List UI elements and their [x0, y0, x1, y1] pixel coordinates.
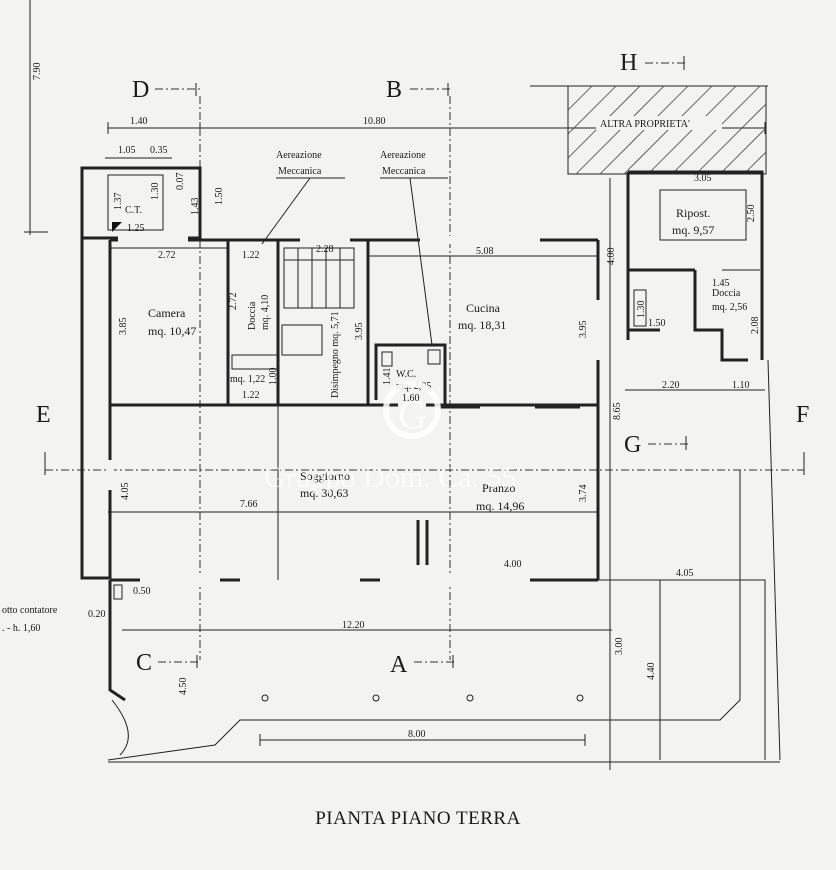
room-camera-area: mq. 10,47 — [148, 324, 196, 338]
dim-3-85: 3.85 — [118, 318, 129, 336]
room-camera-name: Camera — [148, 306, 186, 320]
dim-2-28: 2.28 — [316, 244, 334, 255]
aereazione-1: Aereazione — [276, 150, 322, 161]
dim-1-41: 1.41 — [382, 368, 393, 386]
meccanica-2: Meccanica — [382, 166, 426, 177]
altra-proprieta: ALTRA PROPRIETA' — [530, 85, 768, 175]
dim-4-05b: 4.05 — [676, 568, 694, 579]
room-ripost-name: Ripost. — [676, 206, 710, 220]
section-g: G — [624, 432, 641, 458]
dim-1-45: 1.45 — [712, 278, 730, 289]
room-doccia2-name: Doccia — [712, 288, 741, 299]
room-doccia1-area: mq. 4,10 — [260, 295, 271, 330]
dim-3-95b: 3.95 — [578, 321, 589, 339]
dim-2-20: 2.20 — [662, 380, 680, 391]
dim-0-35: 0.35 — [150, 145, 168, 156]
openings — [108, 405, 598, 580]
dim-4-50: 4.50 — [178, 678, 189, 696]
dim-10-80: 10.80 — [363, 116, 386, 127]
dim-0-20: 0.20 — [88, 609, 106, 620]
section-d: D — [132, 77, 149, 103]
right-block — [609, 170, 765, 770]
room-ripost-area: mq. 9,57 — [672, 223, 714, 237]
dim-3-00: 3.00 — [614, 638, 625, 656]
window-gaps — [106, 236, 602, 584]
section-e: E — [36, 402, 51, 428]
dim-1-00: 1.00 — [268, 368, 279, 386]
room-doccia2-area: mq. 2,56 — [712, 302, 747, 313]
room-pranzo-name: Pranzo — [482, 481, 515, 495]
section-f: F — [796, 402, 809, 428]
ct-label: C.T. — [125, 205, 142, 216]
dim-1-25: 1.25 — [127, 223, 145, 234]
dim-3-05: 3.05 — [694, 173, 712, 184]
watermark-logo: G — [398, 392, 427, 437]
dim-8-00: 8.00 — [408, 729, 426, 740]
section-c: C — [136, 650, 152, 676]
courtyard: 4.05 — [107, 359, 781, 763]
dim-0-07: 0.07 — [175, 173, 186, 191]
room-disimpegno: Disimpegno mq. 5,71 — [330, 311, 341, 398]
dim-8-65: 8.65 — [612, 403, 623, 421]
dim-7-66: 7.66 — [240, 499, 258, 510]
dim-5-08: 5.08 — [476, 246, 494, 257]
section-h: H — [620, 50, 637, 76]
section-a: A — [390, 652, 408, 678]
dim-1-05: 1.05 — [118, 145, 136, 156]
dim-3-95a: 3.95 — [354, 323, 365, 341]
dim-7-90: 7.90 — [32, 63, 43, 81]
ventilation-labels: Aereazione Meccanica Aereazione Meccanic… — [261, 150, 448, 346]
dim-3-74: 3.74 — [578, 485, 589, 503]
dim-1-22a: 1.22 — [242, 250, 260, 261]
section-markers: D B H E F G C A — [36, 50, 809, 678]
dim-2-50: 2.50 — [746, 205, 757, 223]
dim-1-10: 1.10 — [732, 380, 750, 391]
wc-block — [374, 343, 447, 408]
dim-1-50b: 1.50 — [648, 318, 666, 329]
room-pranzo-area: mq. 14,96 — [476, 499, 524, 513]
dim-4-40: 4.40 — [646, 663, 657, 681]
stairs — [231, 247, 355, 370]
room-mq122: mq. 1,22 — [230, 374, 265, 385]
dim-1-30b: 1.30 — [636, 301, 647, 319]
plan-title: PIANTA PIANO TERRA — [315, 808, 521, 829]
dim-1-40: 1.40 — [130, 116, 148, 127]
dim-4-00b: 4.00 — [504, 559, 522, 570]
dim-1-43: 1.43 — [190, 198, 201, 216]
room-cucina-area: mq. 18,31 — [458, 318, 506, 332]
dim-1-30: 1.30 — [150, 183, 161, 201]
dim-2-72b: 2.72 — [228, 293, 239, 311]
dim-1-50a: 1.50 — [214, 188, 225, 206]
dim-12-20: 12.20 — [342, 620, 365, 631]
room-doccia1-name: Doccia — [247, 301, 258, 330]
dim-1-22b: 1.22 — [242, 390, 260, 401]
dim-2-08: 2.08 — [750, 317, 761, 335]
dim-1-60: 1.60 — [402, 393, 420, 404]
watermark-text: Gruppo Dom. Ca. 55 — [264, 461, 516, 494]
terrace: 0.50 0.20 otto contatore . - h. 1,60 12.… — [2, 580, 657, 756]
contatore-label-2: . - h. 1,60 — [2, 623, 40, 634]
dim-4-05a: 4.05 — [120, 483, 131, 501]
left-dimension: 7.90 — [24, 0, 48, 235]
aereazione-2: Aereazione — [380, 150, 426, 161]
section-b: B — [386, 77, 402, 103]
dim-1-37: 1.37 — [113, 193, 124, 211]
interior-dimensions: 2.72 1.22 2.28 5.08 4.00 3.05 2.50 3.85 … — [110, 173, 761, 570]
room-cucina-name: Cucina — [466, 301, 501, 315]
watermark: G Gruppo Dom. Ca. 55 — [264, 381, 516, 494]
dim-4-00a: 4.00 — [606, 248, 617, 266]
ct-block: C.T. 1.25 1.37 1.30 0.07 1.43 1.50 — [80, 166, 225, 240]
dim-2-72a: 2.72 — [158, 250, 176, 261]
dim-0-50: 0.50 — [133, 586, 151, 597]
room-soggiorno-name: Soggiorno — [300, 469, 350, 483]
room-wc-name: W.C. — [396, 369, 416, 380]
room-soggiorno-area: mq. 30,63 — [300, 486, 348, 500]
altra-proprieta-label: ALTRA PROPRIETA' — [600, 119, 690, 130]
meccanica-1: Meccanica — [278, 166, 322, 177]
contatore-label-1: otto contatore — [2, 605, 58, 616]
